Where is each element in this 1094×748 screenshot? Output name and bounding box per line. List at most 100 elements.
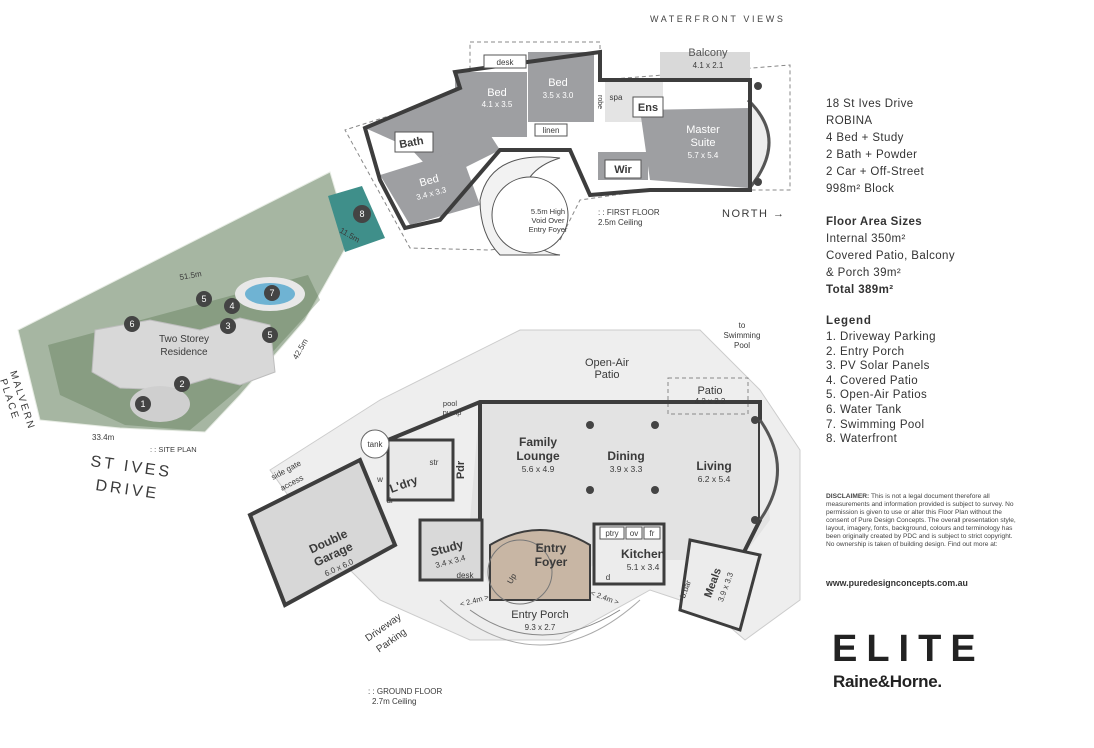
svg-text:7: 7 [269,288,274,298]
svg-text:Swimming: Swimming [724,331,761,340]
svg-text:ptry: ptry [605,529,618,538]
svg-text:Pdr: Pdr [455,460,467,479]
svg-text:Entry: Entry [536,541,567,555]
svg-text:Balcony: Balcony [688,47,728,59]
beds: 4 Bed + Study [826,132,904,144]
svg-text:5: 5 [201,294,206,304]
svg-text:2: 2 [179,379,184,389]
property-details: 18 St Ives Drive ROBINA 4 Bed + Study 2 … [826,96,1086,447]
svg-text:Bed: Bed [487,87,507,99]
svg-text:Entry Porch: Entry Porch [511,609,568,621]
svg-text:Wir: Wir [614,164,632,176]
website-link[interactable]: www.puredesignconcepts.com.au [826,578,968,588]
svg-text:5.1 x 3.4: 5.1 x 3.4 [627,562,660,572]
ground-floor-plan: Open-Air Patio to Swimming Pool Patio 4.… [247,321,801,706]
svg-text:Bed: Bed [548,77,568,89]
svg-text:Open-Air: Open-Air [585,357,629,369]
svg-text:1: 1 [140,399,145,409]
svg-text:5.6 x 4.9: 5.6 x 4.9 [522,464,555,474]
svg-text:Residence: Residence [160,347,208,358]
legend-item: 3. PV Solar Panels [826,360,930,373]
site-plan: Two Storey Residence 51.5m 42.5m 33.4m 1… [0,171,385,503]
svg-text:ov: ov [630,529,638,538]
svg-text:6.2 x 5.4: 6.2 x 5.4 [698,474,731,484]
svg-text:4: 4 [229,301,234,311]
svg-text:w: w [376,475,383,484]
legend-item: 7. Swimming Pool [826,418,925,431]
disclaimer-text: This is not a legal document therefore a… [826,493,1016,548]
svg-text:: : GROUND FLOOR: : : GROUND FLOOR [368,687,442,696]
floor-area-heading: Floor Area Sizes [826,216,923,228]
svg-text:Master: Master [686,124,720,136]
covered-area-line1: Covered Patio, Balcony [826,250,955,262]
first-floor-plan: 5.5m High Void Over Entry Foyer Balcony … [344,41,791,256]
svg-text:Patio: Patio [594,369,619,381]
svg-text:Two Storey: Two Storey [159,334,209,345]
svg-text:: : FIRST FLOOR: : : FIRST FLOOR [598,208,660,217]
svg-text:pump: pump [443,408,462,417]
svg-text:3: 3 [225,321,230,331]
legend-item: 4. Covered Patio [826,374,919,387]
svg-text:2.7m Ceiling: 2.7m Ceiling [372,697,416,706]
elite-logo: ELITE [832,628,985,670]
svg-text:pool: pool [443,399,458,408]
svg-text:NORTH →: NORTH → [722,208,785,220]
site-markers: 1 2 3 4 5 5 6 7 8 [124,205,371,412]
svg-text:3.5 x 3.0: 3.5 x 3.0 [543,91,574,100]
svg-text:spa: spa [610,93,623,102]
legend-item: 6. Water Tank [826,403,902,416]
svg-text:desk: desk [497,58,515,67]
svg-text:Patio: Patio [697,385,722,397]
svg-text:str: str [430,458,439,467]
svg-text:Pool: Pool [734,341,750,350]
raine-horne-logo: Raine&Horne. [833,672,942,691]
svg-text:Family: Family [519,435,557,449]
svg-text:dr: dr [386,496,393,505]
svg-text:Suite: Suite [690,137,715,149]
internal-area: Internal 350m² [826,233,906,245]
svg-text:51.5m: 51.5m [179,269,203,282]
svg-text:Foyer: Foyer [535,555,568,569]
svg-text:4.2 x 2.2: 4.2 x 2.2 [695,397,726,406]
svg-text:tank: tank [367,440,383,449]
svg-text:Kitchen: Kitchen [621,547,665,561]
svg-text:4.1 x 2.1: 4.1 x 2.1 [693,61,724,70]
svg-text:Dn: Dn [539,168,551,178]
svg-text:Bed: Bed [418,173,440,190]
svg-text:desk: desk [457,571,475,580]
svg-text:2.5m Ceiling: 2.5m Ceiling [598,218,642,227]
disclaimer-label: DISCLAIMER: [826,493,870,500]
svg-text:robe: robe [596,95,603,109]
svg-text:33.4m: 33.4m [92,433,115,442]
legend-item: 5. Open-Air Patios [826,389,928,402]
svg-text:Entry Foyer: Entry Foyer [529,225,568,234]
svg-text:to: to [739,321,746,330]
svg-text:Dining: Dining [607,449,644,463]
svg-text:: : SITE PLAN: : : SITE PLAN [150,445,197,454]
legend-heading: Legend [826,315,872,327]
svg-text:6: 6 [129,319,134,329]
disclaimer: DISCLAIMER: This is not a legal document… [826,493,1016,549]
block-size: 998m² Block [826,183,895,195]
svg-text:Lounge: Lounge [516,449,560,463]
legend-item: 8. Waterfront [826,433,898,446]
svg-text:DRIVE: DRIVE [94,477,160,503]
svg-text:5: 5 [267,330,272,340]
svg-text:Bath: Bath [398,135,424,151]
parking: 2 Car + Off-Street [826,166,925,178]
address: 18 St Ives Drive [826,98,914,110]
svg-text:5.7 x 5.4: 5.7 x 5.4 [688,151,719,160]
covered-area-line2: & Porch 39m² [826,267,902,279]
total-area: Total 389m² [826,284,894,296]
svg-text:Void Over: Void Over [532,216,565,225]
waterfront-views-label: WATERFRONT VIEWS [650,14,786,24]
legend-item: 2. Entry Porch [826,345,905,358]
svg-text:3.9 x 3.3: 3.9 x 3.3 [610,464,643,474]
svg-text:Living: Living [696,459,731,473]
svg-text:fr: fr [650,529,655,538]
svg-text:5.5m High: 5.5m High [531,207,565,216]
svg-text:8: 8 [359,209,364,219]
baths: 2 Bath + Powder [826,149,918,161]
svg-text:42.5m: 42.5m [291,337,310,361]
